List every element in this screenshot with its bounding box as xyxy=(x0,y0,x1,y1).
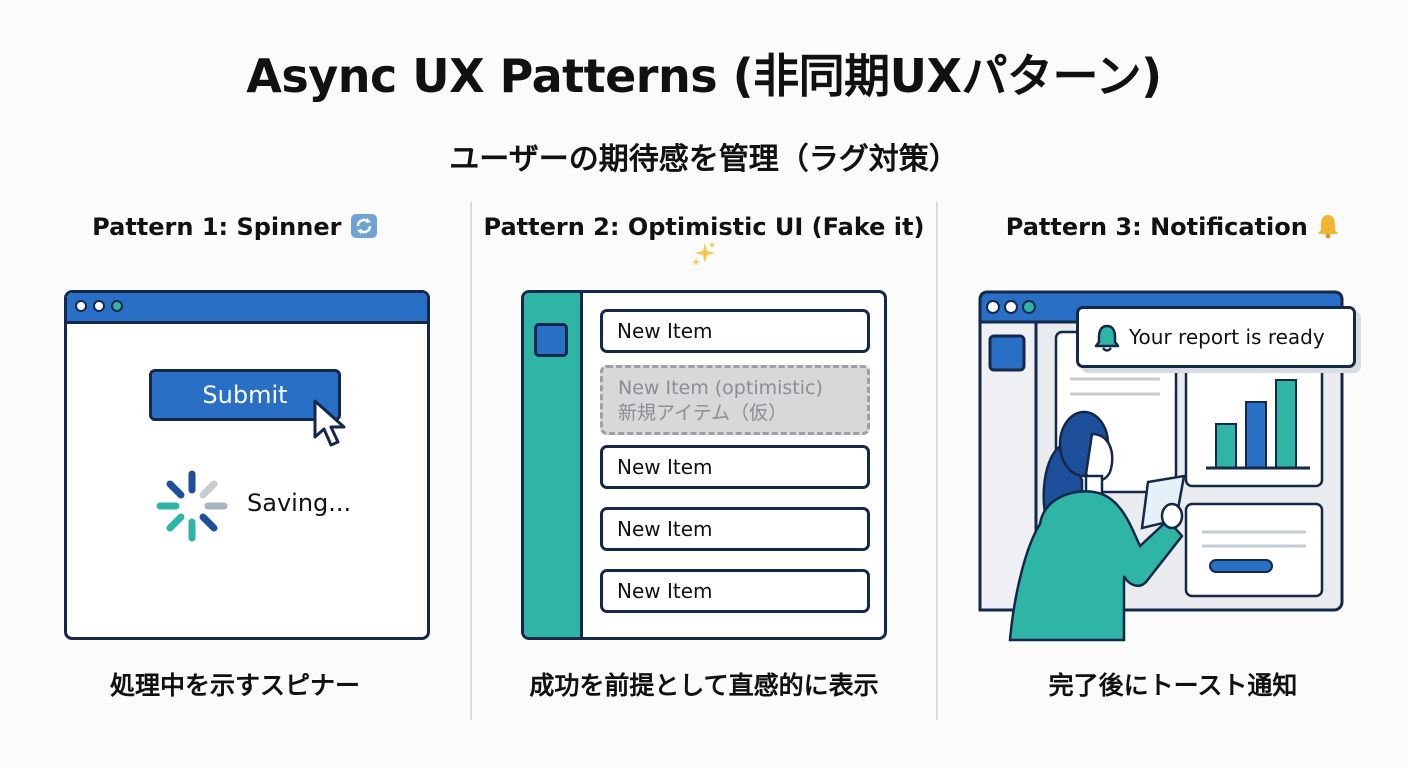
saving-status: Saving... xyxy=(247,489,352,517)
cursor-icon xyxy=(313,399,346,447)
bell-icon xyxy=(1316,215,1340,241)
pattern-3-caption: 完了後にトースト通知 xyxy=(1048,671,1298,700)
window-titlebar xyxy=(67,293,427,324)
toast-text: Your report is ready xyxy=(1129,325,1325,349)
bell-icon xyxy=(1094,324,1120,352)
list-item[interactable]: New Item xyxy=(600,569,870,613)
list-item[interactable]: New Item xyxy=(600,507,870,551)
toast-notification[interactable]: Your report is ready xyxy=(1076,306,1356,368)
pattern-2-column: Pattern 2: Optimistic UI (Fake it) New I… xyxy=(472,0,936,768)
pattern-2-caption: 成功を前提として直感的に表示 xyxy=(529,671,879,700)
window-dot xyxy=(93,300,105,312)
pattern-1-caption: 処理中を示すスピナー xyxy=(109,671,360,700)
column-divider-1 xyxy=(470,202,472,720)
notification-illustration xyxy=(978,290,1344,642)
pattern-1-title: Pattern 1: Spinner xyxy=(0,213,470,241)
pattern-3-column: Pattern 3: Notification 完了後にトースト通知 xyxy=(938,0,1408,768)
column-divider-2 xyxy=(936,202,938,720)
submit-button[interactable]: Submit xyxy=(149,369,341,421)
list-item[interactable]: New Item xyxy=(600,445,870,489)
pattern-3-title: Pattern 3: Notification xyxy=(938,213,1408,241)
pattern-1-column: Pattern 1: Spinner Submit xyxy=(0,0,470,768)
page-title: Async UX Patterns (非同期UXパターン) xyxy=(246,49,1162,103)
sparkles-icon xyxy=(691,242,717,269)
list-item[interactable]: New Item xyxy=(600,309,870,353)
sidebar xyxy=(524,293,583,637)
page-subtitle: ユーザーの期待感を管理（ラグ対策） xyxy=(449,142,959,177)
spinner-window: Submit Saving... xyxy=(64,290,430,640)
sidebar-square xyxy=(534,323,568,357)
pattern-2-title: Pattern 2: Optimistic UI (Fake it) xyxy=(472,213,936,269)
spinner-icon xyxy=(156,470,228,542)
refresh-icon xyxy=(350,214,378,241)
window-dot xyxy=(111,300,123,312)
optimistic-window: New Item New Item (optimistic) 新規アイテム（仮）… xyxy=(521,290,887,640)
optimistic-list-item[interactable]: New Item (optimistic) 新規アイテム（仮） xyxy=(600,365,870,435)
window-dot xyxy=(75,300,87,312)
